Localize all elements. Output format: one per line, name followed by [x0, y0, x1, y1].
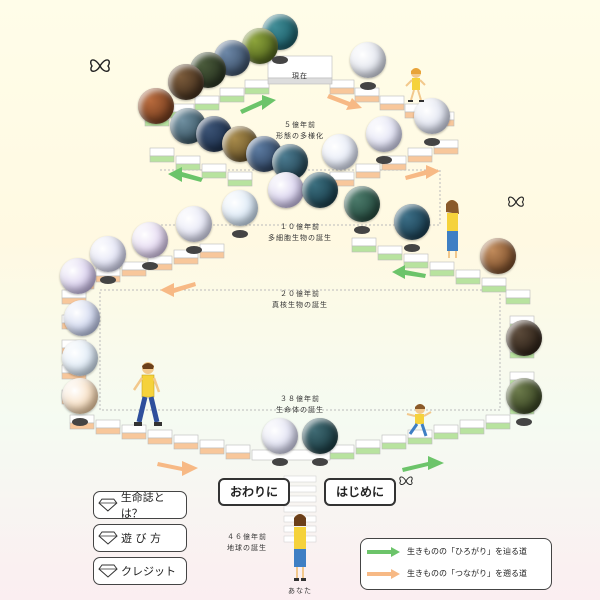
organism-sphere[interactable]: [302, 172, 338, 208]
gem-icon: [98, 498, 118, 512]
sphere-shadow: [186, 246, 202, 254]
organism-sphere[interactable]: [176, 206, 212, 242]
era-500m: ５億年前形態の多様化: [276, 121, 324, 140]
organism-sphere[interactable]: [322, 134, 358, 170]
organism-sphere[interactable]: [90, 236, 126, 272]
butterfly-icon: [90, 59, 110, 72]
man-figure: [132, 362, 162, 426]
organism-sphere[interactable]: [268, 172, 304, 208]
era-2000m: ２０億年前真核生物の誕生: [272, 290, 328, 309]
boy-figure: [406, 404, 432, 437]
menu-about-button[interactable]: 生命誌とは？: [93, 491, 187, 520]
legend-orange-label: 生きものの「つながり」を遡る道: [407, 569, 527, 578]
organism-sphere[interactable]: [262, 418, 298, 454]
butterfly-icon: [399, 476, 413, 485]
gem-icon: [98, 564, 118, 578]
menu-howto-label: 遊 び 方: [121, 532, 161, 545]
era-3800m: ３８億年前生命体の誕生: [276, 395, 324, 414]
organism-sphere[interactable]: [222, 190, 258, 226]
end-button[interactable]: おわりに: [218, 478, 290, 506]
organism-sphere[interactable]: [62, 340, 98, 376]
organism-sphere[interactable]: [414, 98, 450, 134]
sphere-shadow: [516, 418, 532, 426]
organism-sphere[interactable]: [350, 42, 386, 78]
legend-box: 生きものの「ひろがり」を辿る道 生きものの「つながり」を遡る道: [360, 538, 552, 590]
gem-icon: [98, 531, 118, 545]
organism-sphere[interactable]: [302, 418, 338, 454]
organism-sphere[interactable]: [168, 64, 204, 100]
organism-sphere[interactable]: [60, 258, 96, 294]
menu-credit-label: クレジット: [121, 565, 176, 578]
sphere-shadow: [376, 156, 392, 164]
menu-credit-button[interactable]: クレジット: [93, 557, 187, 585]
era-1000m: １０億年前多細胞生物の誕生: [268, 223, 332, 242]
sphere-shadow: [272, 458, 288, 466]
girl-figure-top: [405, 68, 426, 102]
sphere-shadow: [72, 418, 88, 426]
organism-sphere[interactable]: [62, 378, 98, 414]
organism-sphere[interactable]: [344, 186, 380, 222]
organism-sphere[interactable]: [138, 88, 174, 124]
sphere-shadow: [404, 244, 420, 252]
legend-orange-row: 生きものの「つながり」を遡る道: [367, 568, 527, 579]
orange-arrow-icon: [367, 568, 400, 579]
orange-arrows: [157, 94, 440, 476]
legend-green-row: 生きものの「ひろがり」を辿る道: [367, 546, 527, 557]
sphere-shadow: [354, 226, 370, 234]
green-arrow-icon: [367, 546, 400, 557]
sphere-shadow: [232, 230, 248, 238]
organism-sphere[interactable]: [64, 300, 100, 336]
organism-sphere[interactable]: [132, 222, 168, 258]
woman-figure: [446, 200, 459, 258]
butterfly-icon: [508, 196, 524, 207]
legend-green-label: 生きものの「ひろがり」を辿る道: [407, 547, 527, 556]
organism-sphere[interactable]: [480, 238, 516, 274]
sphere-shadow: [142, 262, 158, 270]
menu-about-label: 生命誌とは？: [120, 491, 165, 520]
era-present: 現在: [292, 72, 308, 80]
sphere-shadow: [312, 458, 328, 466]
start-button[interactable]: はじめに: [324, 478, 396, 506]
menu-howto-button[interactable]: 遊 び 方: [93, 524, 187, 552]
sphere-shadow: [360, 82, 376, 90]
organism-sphere[interactable]: [366, 116, 402, 152]
sphere-shadow: [272, 56, 288, 64]
sphere-shadow: [424, 138, 440, 146]
sphere-shadow: [100, 276, 116, 284]
you-label: あなた: [288, 587, 312, 595]
green-arrows: [168, 95, 444, 472]
organism-sphere[interactable]: [394, 204, 430, 240]
organism-sphere[interactable]: [506, 378, 542, 414]
you-figure: [294, 514, 306, 581]
era-4600m: ４６億年前地球の誕生: [227, 533, 267, 552]
organism-sphere[interactable]: [506, 320, 542, 356]
